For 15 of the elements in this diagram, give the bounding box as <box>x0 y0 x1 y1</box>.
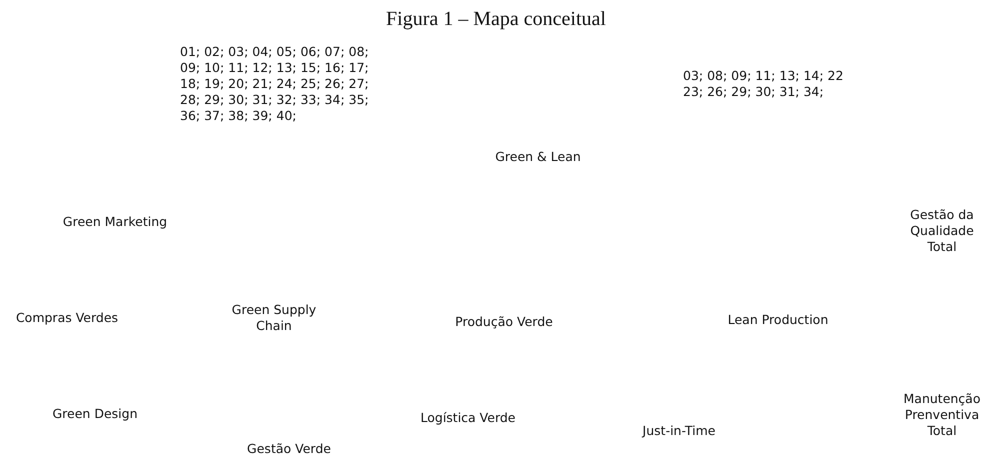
concept-label: Produção Verde <box>455 314 553 330</box>
concept-label: Gestão da Qualidade Total <box>909 207 975 255</box>
reference-numbers: 03; 08; 09; 11; 13; 14; 22 23; 26; 29; 30; 31; 34; <box>683 68 844 100</box>
concept-label: Logística Verde <box>420 410 516 426</box>
concept-label: Green Marketing <box>62 214 168 230</box>
concept-label: Just-in-Time <box>642 423 716 439</box>
concept-label: Manutenção Prenventiva Total <box>902 391 982 439</box>
concept-label: Compras Verdes <box>16 310 118 326</box>
concept-label: Gestão Verde <box>247 441 331 457</box>
concept-label: Green & Lean <box>495 149 581 165</box>
reference-numbers: 01; 02; 03; 04; 05; 06; 07; 08; 09; 10; 11; 12; 13; 15; 16; 17; 18; 19; 20; 21; 24; 25; 26; 27; 28; 29; 30; 31; 32; 33; 34; 35; 36; 37; 38; 39; 40; <box>180 44 370 124</box>
figure-title: Figura 1 – Mapa conceitual <box>385 8 607 31</box>
concept-label: Green Design <box>52 406 138 422</box>
concept-label: Lean Production <box>728 312 828 328</box>
concept-label: Green Supply Chain <box>230 302 318 334</box>
